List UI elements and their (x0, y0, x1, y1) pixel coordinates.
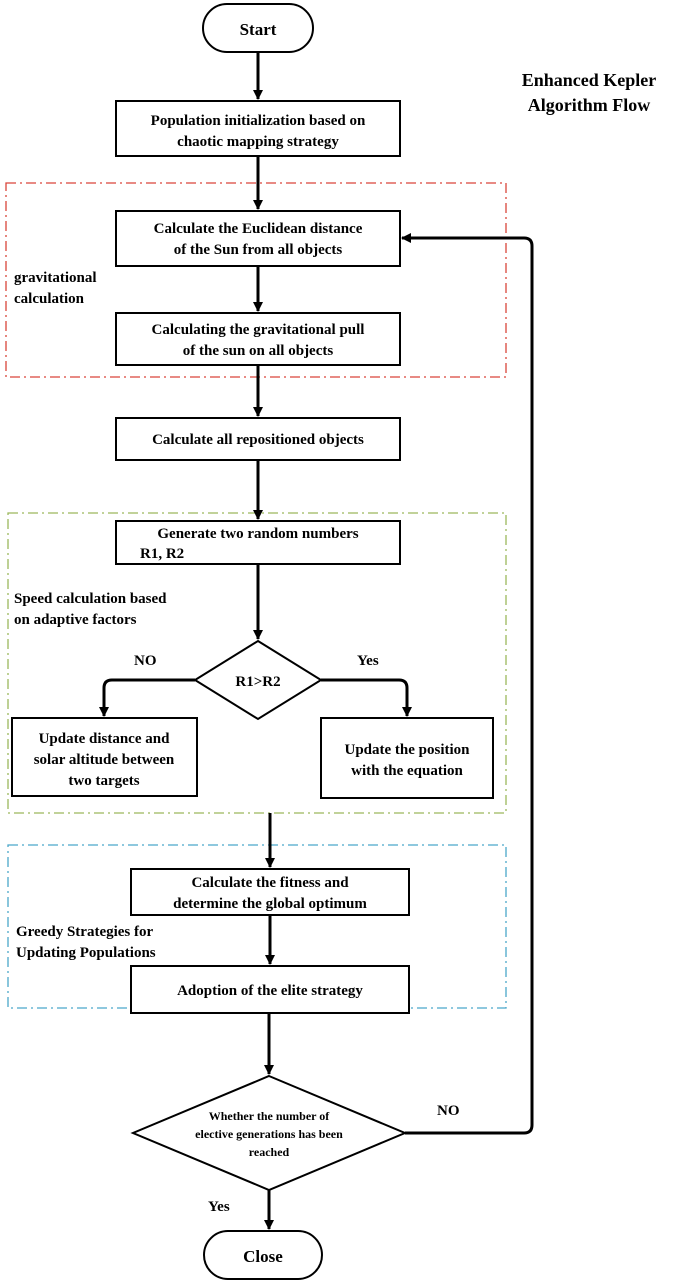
gravity-label-line-1: Calculating the gravitational pull (152, 322, 365, 338)
compare-no-label: NO (134, 653, 157, 669)
speed-group-label-line-2: on adaptive factors (14, 612, 137, 628)
compare-yes-label: Yes (357, 653, 379, 669)
random-numbers-label-line-2: R1, R2 (140, 546, 184, 562)
diagram-title-line-2: Algorithm Flow (528, 95, 650, 115)
termination-label-line-2: elective generations has been (195, 1127, 343, 1141)
start-label: Start (240, 20, 277, 39)
termination-yes-label: Yes (208, 1199, 230, 1215)
update-position-label-line-1: Update the position (344, 742, 470, 758)
update-distance-label-line-3: two targets (68, 773, 139, 789)
euclid-label-line-2: of the Sun from all objects (174, 242, 343, 258)
gravity-node (115, 312, 401, 366)
elite-node (130, 965, 410, 1014)
gravitational-group-label-line-2: calculation (14, 291, 85, 307)
greedy-group-label-line-2: Updating Populations (16, 945, 156, 961)
speed-group-label-line-1: Speed calculation based (14, 591, 167, 607)
init-label-line-1: Population initialization based on (151, 113, 366, 129)
random-numbers-label-line-1: Generate two random numbers (157, 526, 358, 542)
compare-label: R1>R2 (235, 674, 280, 690)
termination-label-line-3: reached (249, 1145, 290, 1159)
termination-label-line-1: Whether the number of (209, 1109, 331, 1123)
update-position-label-line-2: with the equation (351, 763, 463, 779)
init-label-line-2: chaotic mapping strategy (177, 134, 339, 150)
fitness-label-line-1: Calculate the fitness and (191, 875, 349, 891)
greedy-group-label-line-1: Greedy Strategies for (16, 924, 154, 940)
close-node (203, 1230, 323, 1280)
close-label: Close (243, 1247, 283, 1266)
arrow-termination-no-loop (401, 233, 534, 1135)
update-distance-node (11, 717, 198, 797)
gravitational-group-frame (5, 182, 507, 378)
update-distance-label-line-1: Update distance and (39, 731, 171, 747)
arrow-compare-no-branch (99, 678, 195, 717)
compare-decision (193, 639, 323, 721)
update-distance-label-line-2: solar altitude between (34, 752, 175, 768)
random-numbers-node (115, 520, 401, 565)
fitness-label-line-2: determine the global optimum (173, 896, 367, 912)
update-position-node (320, 717, 494, 799)
euclid-node (115, 210, 401, 267)
gravity-label-line-2: of the sun on all objects (183, 343, 334, 359)
euclid-label-line-1: Calculate the Euclidean distance (154, 221, 363, 237)
diagram-title-line-1: Enhanced Kepler (522, 70, 657, 90)
reposition-label: Calculate all repositioned objects (152, 432, 364, 448)
elite-label: Adoption of the elite strategy (177, 983, 363, 999)
arrow-compare-yes-branch (321, 678, 412, 717)
termination-no-label: NO (437, 1103, 460, 1119)
gravitational-group-label-line-1: gravitational (14, 270, 97, 286)
